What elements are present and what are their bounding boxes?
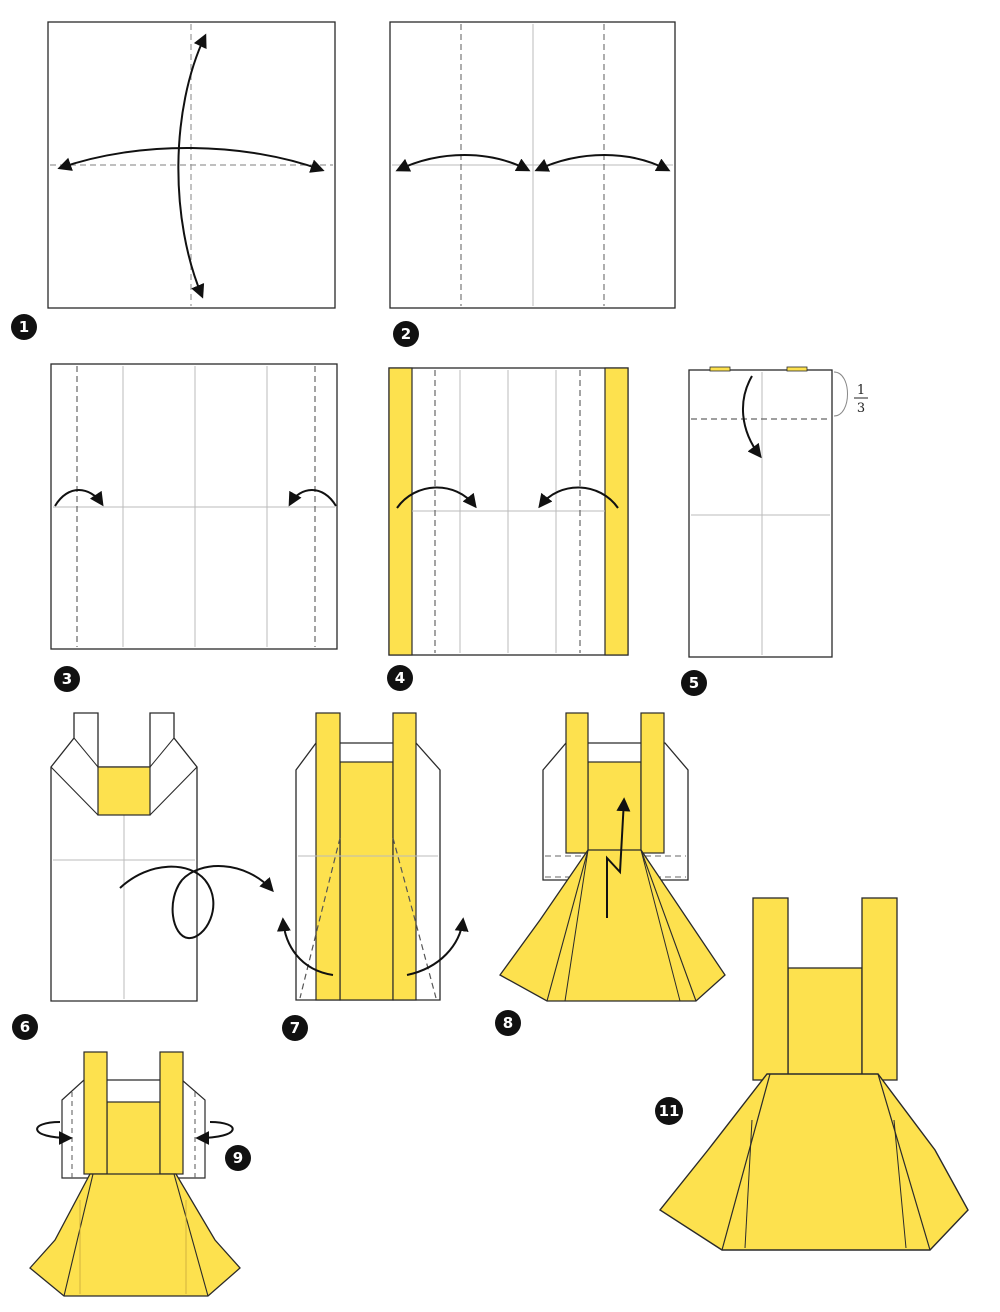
step-11-right-strap xyxy=(861,897,898,1081)
step-5-diagram: 1 3 xyxy=(688,366,868,658)
step-7-diagram xyxy=(276,712,469,1001)
svg-text:9: 9 xyxy=(233,1149,243,1167)
svg-text:6: 6 xyxy=(20,1018,30,1036)
step-8-right-strap xyxy=(640,712,665,854)
step-4-left-arrow xyxy=(396,486,477,509)
step-2-right-arrow xyxy=(534,154,671,172)
step-2-left-arrow xyxy=(395,154,531,172)
step-3-badge: 3 xyxy=(54,666,80,692)
step-1-diagram xyxy=(47,21,336,309)
step-8-diagram xyxy=(499,712,726,1002)
svg-text:2: 2 xyxy=(401,325,411,343)
step-9-badge: 9 xyxy=(225,1145,251,1171)
svg-text:3: 3 xyxy=(62,670,72,688)
step-5-paper xyxy=(688,369,833,658)
step-5-fraction-numerator: 1 xyxy=(857,383,865,398)
step-8-center-panel xyxy=(587,761,642,863)
step-8-badge: 8 xyxy=(495,1010,521,1036)
step-6-diagram xyxy=(50,712,274,1002)
step-11-badge: 11 xyxy=(655,1097,683,1125)
step-9-right-strap xyxy=(159,1051,184,1175)
step-11-left-strap xyxy=(752,897,789,1081)
step-4-diagram xyxy=(388,367,629,656)
step-4-right-flap xyxy=(604,367,629,656)
step-1-badge: 1 xyxy=(11,314,37,340)
step-3-diagram xyxy=(50,363,338,650)
step-2-diagram xyxy=(389,21,676,309)
step-4-right-arrow xyxy=(538,486,619,509)
step-9-center-panel xyxy=(106,1101,161,1178)
step-8-pleat-arrow xyxy=(606,797,631,918)
step-7-left-arrow xyxy=(276,917,334,976)
step-7-left-crease xyxy=(299,837,341,999)
step-9-right-arrow xyxy=(195,1121,234,1145)
step-9-diagram xyxy=(29,1051,241,1297)
step-7-right-arrow xyxy=(406,917,469,976)
step-5-badge: 5 xyxy=(681,670,707,696)
svg-text:11: 11 xyxy=(659,1102,680,1120)
step-9-left-strap xyxy=(83,1051,108,1175)
svg-text:8: 8 xyxy=(503,1014,513,1032)
step-5-fold-arrow xyxy=(742,375,762,459)
svg-text:1: 1 xyxy=(19,318,29,336)
step-7-center-panel xyxy=(339,761,394,1001)
step-2-badge: 2 xyxy=(393,321,419,347)
step-3-left-arrow xyxy=(54,489,104,507)
svg-text:7: 7 xyxy=(290,1019,300,1037)
step-7-right-crease xyxy=(392,837,437,999)
step-8-left-strap xyxy=(565,712,589,854)
step-5-fraction-denominator: 3 xyxy=(857,401,865,416)
step-4-left-flap xyxy=(388,367,413,656)
step-6-badge: 6 xyxy=(12,1014,38,1040)
step-4-badge: 4 xyxy=(387,665,413,691)
svg-text:5: 5 xyxy=(689,674,699,692)
step-6-center-flap xyxy=(97,766,151,816)
step-9-skirt xyxy=(29,1173,241,1297)
step-7-badge: 7 xyxy=(282,1015,308,1041)
step-9-left-arrow xyxy=(36,1121,73,1145)
step-3-right-arrow xyxy=(288,489,337,507)
step-6-turnover-arrow xyxy=(119,865,274,940)
step-11-bodice xyxy=(787,967,863,1081)
step-5-fraction-bracket xyxy=(833,371,848,417)
step-11-diagram xyxy=(658,897,969,1251)
step-8-skirt xyxy=(499,849,726,1002)
svg-text:4: 4 xyxy=(395,669,405,687)
step-1-horizontal-arrow xyxy=(57,146,325,173)
